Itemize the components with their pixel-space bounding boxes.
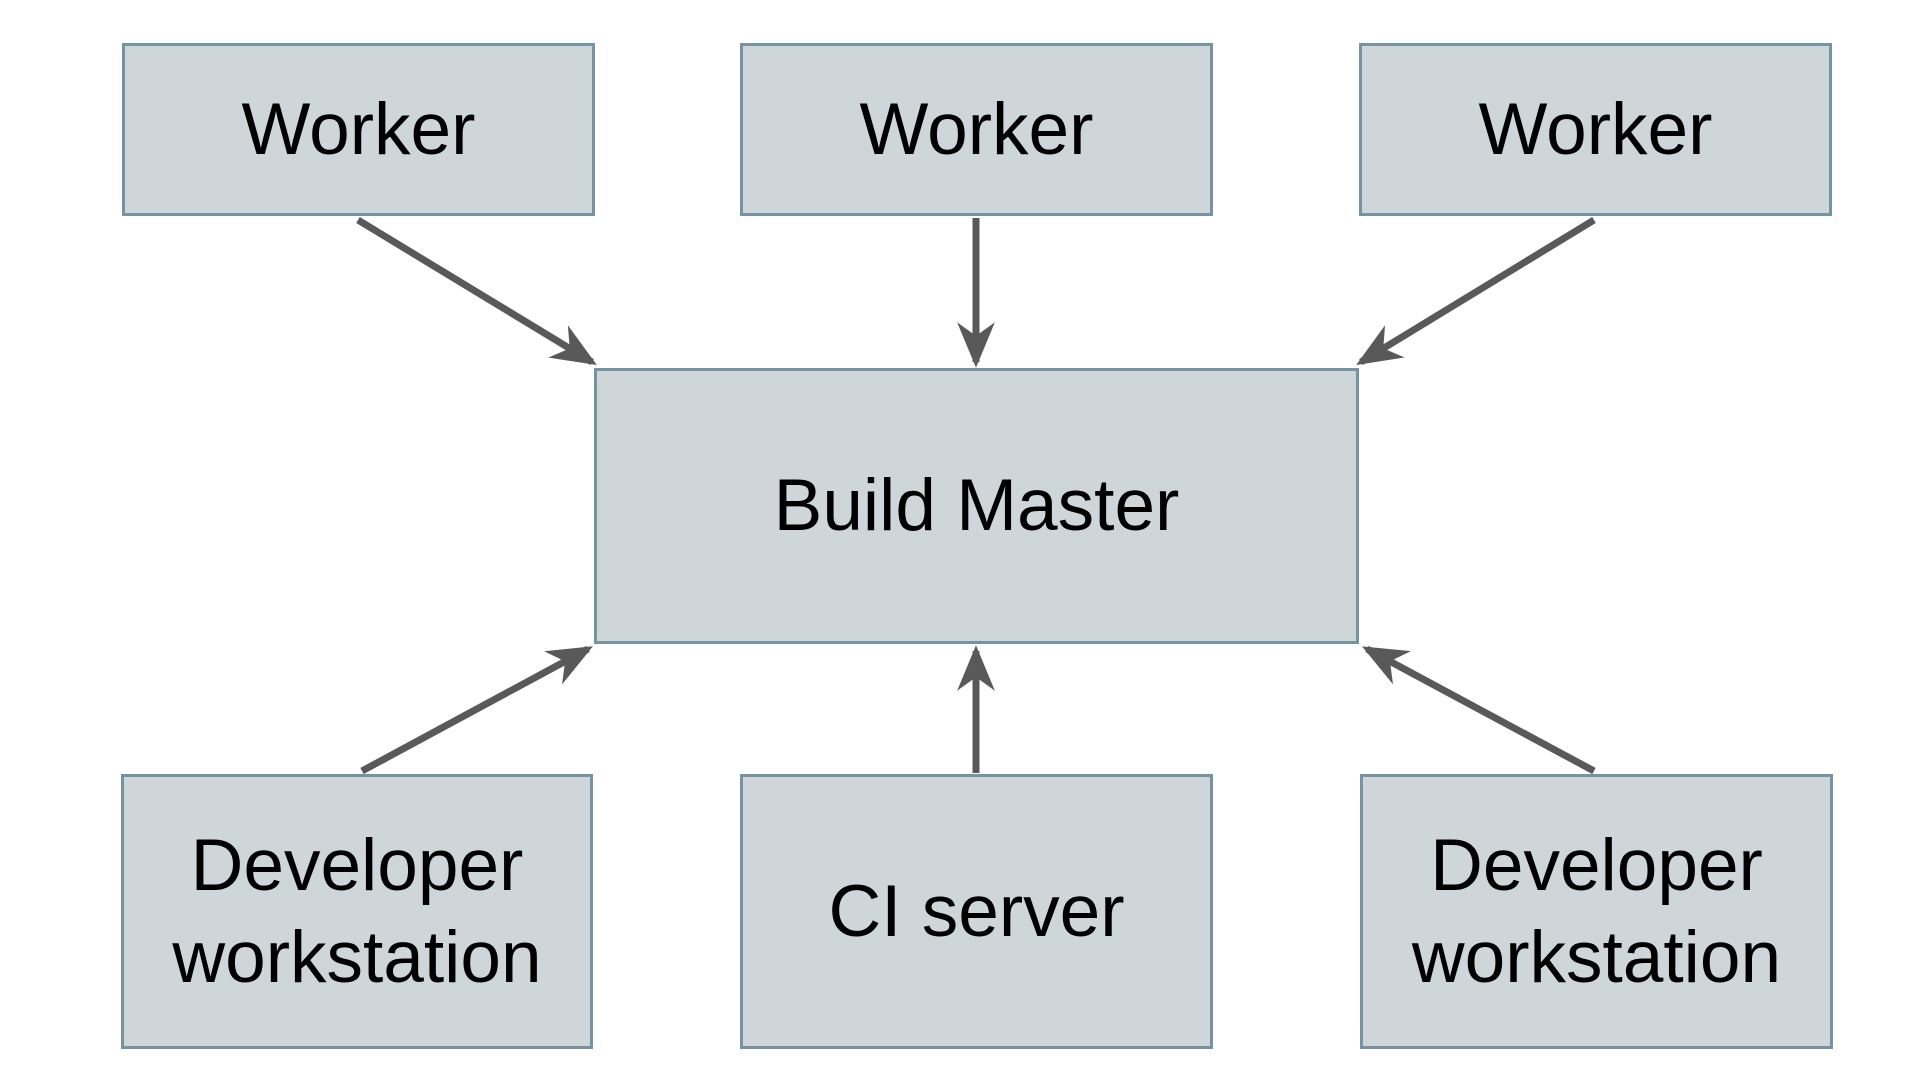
edge-devworkstation1-to-buildmaster <box>360 645 593 775</box>
node-worker-2: Worker <box>740 43 1213 216</box>
edge-worker1-to-buildmaster <box>356 217 597 365</box>
edge-worker3-to-buildmaster <box>1356 217 1596 365</box>
node-developer-workstation-1: Developer workstation <box>121 774 593 1049</box>
node-label: Developer workstation <box>1411 825 1782 998</box>
node-worker-3: Worker <box>1359 43 1832 216</box>
node-worker-1: Worker <box>122 43 595 216</box>
node-ci-server: CI server <box>740 774 1213 1049</box>
node-label: Build Master <box>773 465 1180 547</box>
node-label: Worker <box>1478 88 1713 170</box>
node-label: CI server <box>828 870 1125 952</box>
node-developer-workstation-2: Developer workstation <box>1360 774 1833 1049</box>
node-label: Developer workstation <box>172 825 542 998</box>
edge-devworkstation2-to-buildmaster <box>1362 645 1596 775</box>
node-label: Worker <box>241 88 476 170</box>
node-label: Worker <box>859 88 1094 170</box>
node-build-master: Build Master <box>594 368 1359 644</box>
